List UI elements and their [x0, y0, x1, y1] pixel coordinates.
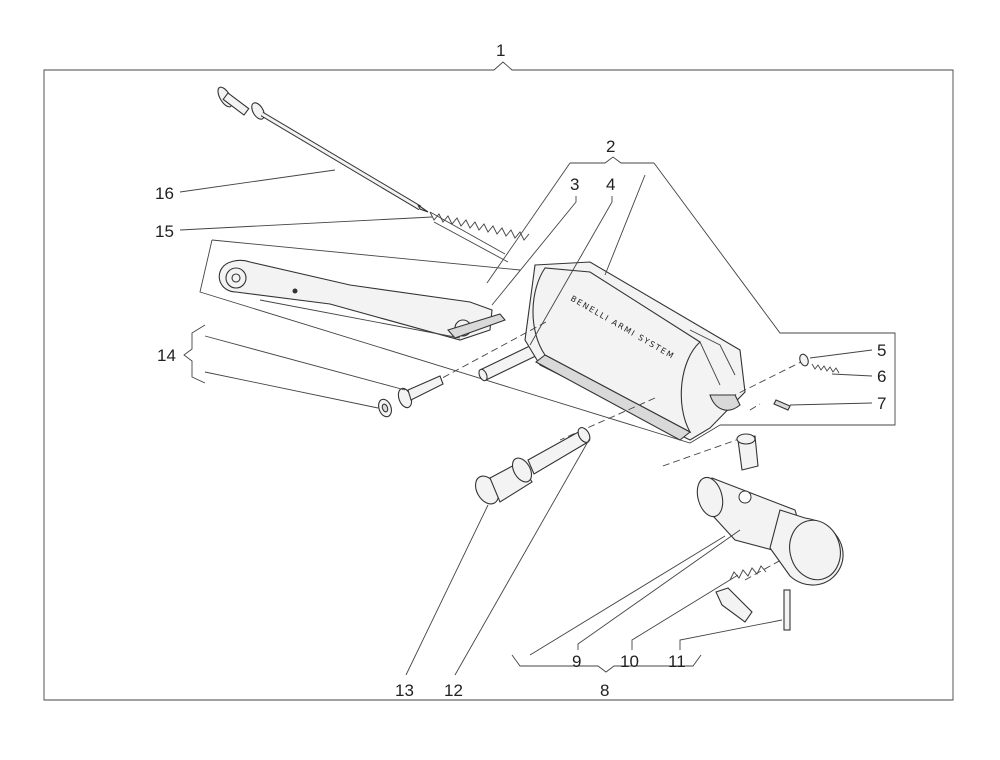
- part-4-bolt-carrier: BENELLI ARMI SYSTEM: [524, 261, 746, 441]
- leader-14-a: [204, 335, 406, 391]
- leader-6: [831, 373, 873, 377]
- callout-14: 14: [157, 346, 176, 365]
- part-14-pin: [378, 375, 444, 418]
- callout-2: 2: [606, 137, 615, 156]
- leader-2-left: [486, 162, 571, 284]
- leader-4: [529, 196, 613, 346]
- part-13-piston: [474, 427, 591, 505]
- callout-3: 3: [570, 175, 579, 194]
- callout-5: 5: [877, 341, 886, 360]
- part-9-spring: [729, 565, 767, 581]
- part-7-pin: [773, 399, 791, 411]
- part-5-cap: [799, 353, 809, 367]
- align-dash-4: [559, 397, 656, 441]
- align-dash-2: [734, 359, 806, 396]
- leader-13: [405, 504, 489, 676]
- leader-3: [491, 196, 577, 306]
- leader-10: [631, 574, 739, 650]
- part-15-spring: [429, 211, 530, 263]
- callout-1: 1: [496, 41, 505, 60]
- callout-8: 8: [600, 681, 609, 700]
- callout-4: 4: [606, 175, 615, 194]
- leader-4b: [604, 174, 646, 276]
- leader-15: [179, 216, 433, 231]
- callout-12: 12: [444, 681, 463, 700]
- leader-2-right: [653, 162, 896, 426]
- leader-8-detail: [529, 535, 726, 656]
- lever-group-outline-top: [211, 239, 521, 271]
- part-2-lever: [218, 259, 506, 341]
- leader-14-b: [204, 371, 379, 409]
- callout-7: 7: [877, 394, 886, 413]
- lever-group-outline: [199, 239, 721, 444]
- assembly-frame: [43, 61, 954, 701]
- align-dash-5: [659, 437, 743, 468]
- part-10-extractor: [715, 587, 753, 623]
- align-dash-3: [749, 403, 761, 411]
- part-16-firing-pin: [217, 86, 429, 213]
- bracket-8: [511, 654, 702, 673]
- callout-16: 16: [155, 184, 174, 203]
- callout-6: 6: [877, 367, 886, 386]
- part-6-spring: [811, 363, 840, 374]
- callout-11: 11: [668, 652, 686, 671]
- leader-12: [454, 437, 591, 676]
- leader-11: [679, 619, 783, 650]
- part-8-bolt-head: [696, 433, 844, 586]
- part-11-pin: [783, 589, 791, 631]
- callout-13: 13: [395, 681, 414, 700]
- align-dash-6: [744, 554, 791, 581]
- leader-9: [577, 529, 741, 650]
- leader-16: [179, 169, 336, 193]
- bracket-14: [183, 324, 206, 384]
- callout-15: 15: [155, 222, 174, 241]
- leader-7: [789, 402, 873, 406]
- align-dash-1: [419, 321, 547, 391]
- callout-9: 9: [572, 652, 581, 671]
- bracket-2: [570, 156, 654, 164]
- callout-10: 10: [620, 652, 639, 671]
- leader-5: [809, 349, 873, 359]
